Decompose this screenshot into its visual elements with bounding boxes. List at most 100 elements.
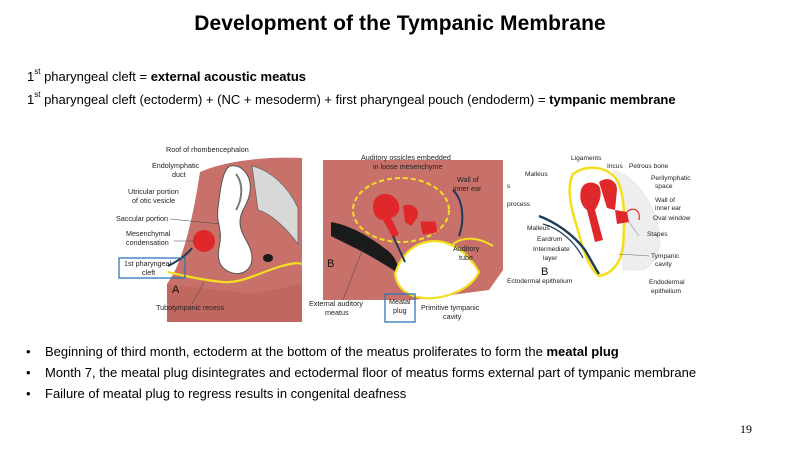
ossicle-incus [403, 204, 418, 226]
label-inner-ear: inner ear [453, 184, 482, 193]
auditory-tube-line [452, 237, 494, 247]
membrane-line [392, 235, 406, 263]
label-stapes: Stapes [647, 231, 668, 238]
bullet-list: • Beginning of third month, ectoderm at t… [26, 344, 746, 407]
inner-ear-wall [452, 189, 464, 237]
label-layer: layer [543, 255, 558, 262]
rhombencephalon-roof [251, 165, 299, 246]
label-saccular: Saccular portion [116, 214, 168, 223]
page-number: 19 [740, 422, 752, 436]
label-meatus: meatus [325, 308, 349, 317]
label-primitive-tympanic: Primitive tympanic [421, 303, 480, 312]
leader-line [628, 221, 640, 237]
label-meatal: Meatal [389, 297, 411, 306]
label-ectodermal-epithelium: Ectodermal epithelium [507, 278, 573, 285]
bullet-text: Beginning of third month, ectoderm at th… [45, 344, 547, 359]
label-otic-vesicle: of otic vesicle [132, 196, 175, 205]
leader-line [169, 218, 221, 225]
cleft-label-box [118, 257, 186, 279]
malleus-bone [580, 182, 603, 242]
label-plug: plug [393, 306, 407, 315]
label-wall-of: Wall of [457, 175, 479, 184]
label-eardrum: Eardrum [537, 236, 563, 243]
label-loose-mesenchyme: in loose mesenchyme [373, 162, 443, 171]
label-1st-pharyngeal: 1st pharyngeal [124, 259, 172, 268]
loose-mesenchyme-region [352, 177, 450, 243]
label-external-auditory: External auditory [309, 299, 363, 308]
label-tubotympanic: Tubotympanic recess [156, 303, 224, 312]
ordinal-suffix: st [34, 67, 41, 76]
bullet-dot: • [26, 365, 31, 380]
line-bold-term: external acoustic meatus [150, 69, 307, 84]
label-epithelium: epithelium [651, 288, 682, 295]
stapes-bone [615, 210, 629, 224]
label-ligaments: Ligaments [571, 155, 602, 162]
primitive-tympanic-cavity [393, 240, 481, 300]
ectodermal-line [542, 223, 584, 259]
external-meatus [331, 222, 399, 274]
panel-letter-b2: B [541, 266, 548, 278]
slide-title: Development of the Tympanic Membrane [194, 12, 606, 35]
bullet-text: Failure of meatal plug to regress result… [45, 386, 407, 401]
label-condensation: condensation [126, 238, 169, 247]
line-text: pharyngeal cleft = [40, 69, 151, 84]
figure-b-meatal-plug: Auditory ossicles embedded in loose mese… [303, 150, 503, 328]
label-utricular: Utricular portion [128, 187, 179, 196]
label-space: space [655, 183, 673, 190]
line-bold-term: tympanic membrane [549, 92, 676, 107]
label-oval-window: Oval window [653, 215, 691, 222]
mesenchymal-condensation [193, 230, 215, 252]
meatal-plug-label-box [384, 293, 416, 323]
eardrum [538, 214, 600, 275]
dark-spot [263, 254, 273, 262]
label-cavity: cavity [655, 261, 673, 268]
leader-line [618, 253, 650, 257]
lower-tissue [167, 284, 302, 322]
label-process: process [507, 201, 531, 208]
ossicle-stapes [420, 221, 438, 235]
bullet-text: Month 7, the meatal plug disintegrates a… [45, 365, 697, 380]
ordinal-number: 1 [27, 92, 35, 107]
ordinal-number: 1 [27, 69, 35, 84]
bullet-dot: • [26, 344, 31, 359]
ordinal-suffix: st [34, 90, 41, 99]
label-tympanic: Tympanic [651, 253, 680, 260]
label-tube: tube [459, 253, 473, 262]
label-mesenchymal: Mesenchymal [126, 229, 171, 238]
label-endolymphatic: Endolymphatic [152, 161, 200, 170]
label-duct: duct [172, 170, 186, 179]
label-intermediate: Intermediate [533, 246, 570, 253]
label-perilymphatic: Perilymphatic [651, 175, 691, 182]
otic-vesicle [217, 165, 253, 274]
definition-line-1: 1st pharyngeal cleft = external acoustic… [27, 67, 307, 84]
line-text: pharyngeal cleft (ectoderm) + (NC + meso… [40, 92, 550, 107]
leader-line [342, 247, 364, 301]
label-cavity: cavity [443, 312, 462, 321]
endolymphatic-duct [235, 173, 243, 211]
petrous-bone [612, 169, 661, 271]
panel-letter-b: B [327, 258, 334, 270]
bullet-dot: • [26, 386, 31, 401]
ossicle-malleus [373, 193, 400, 238]
label-incus: Incus [607, 163, 623, 170]
bullet-item: • Beginning of third month, ectoderm at t… [26, 344, 746, 360]
label-s: s [507, 183, 511, 190]
tubotympanic-recess [167, 262, 302, 284]
figure-c-middle-ear: Ligaments Malleus Incus Petrous bone s p… [503, 150, 703, 300]
label-ossicles: Auditory ossicles embedded [361, 153, 451, 162]
label-petrous-bone: Petrous bone [629, 163, 669, 170]
label-cleft: cleft [142, 268, 155, 277]
bullet-item: • Failure of meatal plug to regress resul… [26, 386, 746, 402]
leader-line [191, 281, 205, 305]
oval-window [626, 208, 640, 221]
label-malleus: Malleus [527, 225, 550, 232]
definition-line-2: 1st pharyngeal cleft (ectoderm) + (NC + … [27, 90, 676, 107]
label-inner-ear: inner ear [655, 205, 682, 212]
label-roof: Roof of rhombencephalon [166, 145, 249, 154]
bullet-item: • Month 7, the meatal plug disintegrates … [26, 365, 746, 381]
label-wall-of: Wall of [655, 197, 675, 204]
bullet-bold-term: meatal plug [546, 344, 619, 359]
label-auditory: Auditory [453, 244, 480, 253]
label-endodermal: Endodermal [649, 279, 685, 286]
label-malleus-top: Malleus [525, 171, 548, 178]
